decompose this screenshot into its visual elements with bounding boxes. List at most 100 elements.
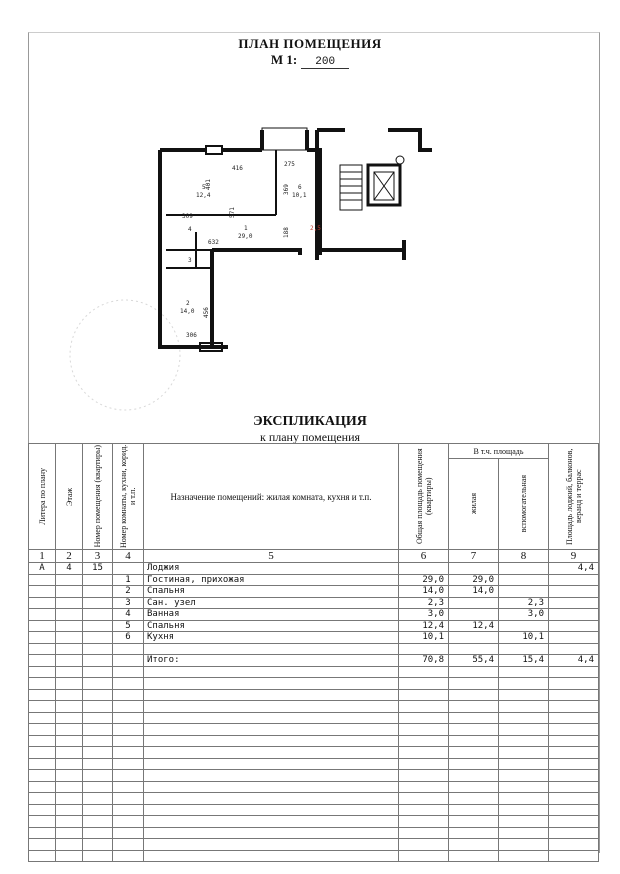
blank-cell xyxy=(398,665,449,678)
cell-name: Спальня xyxy=(143,585,399,598)
blank-row xyxy=(28,746,599,759)
col-number: 8 xyxy=(498,549,549,563)
blank-cell xyxy=(112,826,144,839)
cell-apt: 15 xyxy=(82,562,113,575)
blank-cell xyxy=(55,700,83,713)
column-numbers-row: 1 2 3 4 5 6 7 8 9 xyxy=(28,549,599,563)
cell-apt xyxy=(82,585,113,598)
blank-cell xyxy=(82,826,113,839)
blank-row xyxy=(28,826,599,839)
cell-total xyxy=(398,562,449,575)
blank-cell xyxy=(498,757,549,770)
blank-cell xyxy=(498,769,549,782)
cell-aux: 2,3 xyxy=(498,596,549,609)
blank-cell xyxy=(143,688,399,701)
col-number: 3 xyxy=(82,549,113,563)
blank-cell xyxy=(143,849,399,862)
blank-cell xyxy=(498,826,549,839)
cell-room: 6 xyxy=(112,631,144,644)
cell-aux: 3,0 xyxy=(498,608,549,621)
blank-cell xyxy=(548,792,599,805)
cell-name: Ванная xyxy=(143,608,399,621)
dim-571: 571 xyxy=(229,207,236,218)
blank-cell xyxy=(82,746,113,759)
blank-cell xyxy=(498,665,549,678)
blank-cell xyxy=(112,677,144,690)
blank-cell xyxy=(548,780,599,793)
blank-cell xyxy=(398,677,449,690)
cell-total: 12,4 xyxy=(398,619,449,632)
cell-floor xyxy=(55,596,83,609)
blank-cell xyxy=(448,792,499,805)
cell-room xyxy=(112,642,144,655)
blank-cell xyxy=(143,815,399,828)
dim-401: 401 xyxy=(205,179,212,190)
cell-total: 29,0 xyxy=(398,573,449,586)
blank-cell xyxy=(28,769,56,782)
blank-cell xyxy=(82,734,113,747)
plan-scale: М 1:200 xyxy=(0,52,620,69)
cell-lit xyxy=(28,596,56,609)
blank-cell xyxy=(448,826,499,839)
blank-cell xyxy=(143,803,399,816)
blank-row xyxy=(28,792,599,805)
blank-row xyxy=(28,849,599,862)
cell-name xyxy=(143,642,399,655)
cell-room: 3 xyxy=(112,596,144,609)
col-number: 2 xyxy=(55,549,83,563)
blank-cell xyxy=(448,780,499,793)
blank-cell xyxy=(112,723,144,736)
blank-cell xyxy=(398,792,449,805)
col-number: 6 xyxy=(398,549,449,563)
blank-cell xyxy=(55,665,83,678)
cell-total xyxy=(398,642,449,655)
blank-cell xyxy=(448,815,499,828)
blank-cell xyxy=(398,769,449,782)
dim-416: 416 xyxy=(232,165,243,172)
blank-cell xyxy=(548,677,599,690)
blank-cell xyxy=(448,688,499,701)
blank-cell xyxy=(398,700,449,713)
room-1-no: 1 xyxy=(244,225,248,232)
blank-cell xyxy=(448,757,499,770)
blank-row xyxy=(28,838,599,851)
cell-floor xyxy=(55,654,83,667)
blank-cell xyxy=(28,803,56,816)
blank-cell xyxy=(28,734,56,747)
blank-cell xyxy=(398,746,449,759)
blank-cell xyxy=(28,780,56,793)
blank-cell xyxy=(398,826,449,839)
blank-cell xyxy=(143,665,399,678)
blank-cell xyxy=(398,734,449,747)
cell-living: 55,4 xyxy=(448,654,499,667)
blank-cell xyxy=(548,700,599,713)
col-auxiliary: вспомогательная xyxy=(498,458,549,550)
blank-row xyxy=(28,757,599,770)
dim-275: 275 xyxy=(284,161,295,168)
cell-apt xyxy=(82,608,113,621)
blank-cell xyxy=(548,746,599,759)
cell-name: Гостиная, прихожая xyxy=(143,573,399,586)
cell-living xyxy=(448,642,499,655)
cell-room: 4 xyxy=(112,608,144,621)
blank-cell xyxy=(548,826,599,839)
explication-table: Литера по плану Этаж Номер помещения (кв… xyxy=(28,443,599,862)
cell-floor xyxy=(55,642,83,655)
blank-cell xyxy=(55,792,83,805)
cell-loggia xyxy=(548,608,599,621)
cell-apt xyxy=(82,619,113,632)
cell-total: 70,8 xyxy=(398,654,449,667)
blank-cell xyxy=(55,826,83,839)
blank-cell xyxy=(55,838,83,851)
blank-cell xyxy=(55,688,83,701)
cell-room: 1 xyxy=(112,573,144,586)
cell-name: Спальня xyxy=(143,619,399,632)
cell-name: Сан. узел xyxy=(143,596,399,609)
blank-cell xyxy=(55,815,83,828)
blank-cell xyxy=(143,757,399,770)
blank-cell xyxy=(398,723,449,736)
blank-cell xyxy=(143,677,399,690)
